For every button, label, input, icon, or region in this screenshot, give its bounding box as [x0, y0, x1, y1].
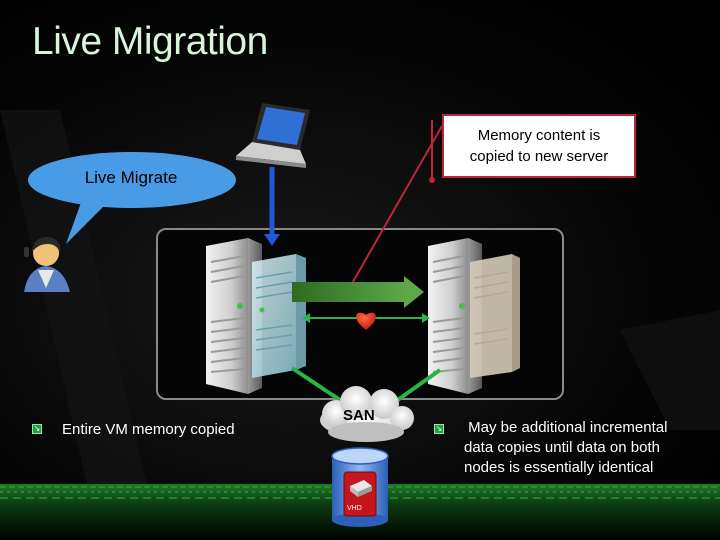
- bullet-line: May be additional incremental: [464, 419, 668, 436]
- callout-line: Memory content is: [477, 127, 601, 144]
- callout-memory-copy: Memory content is copied to new server: [442, 114, 636, 178]
- heart-icon: [356, 312, 376, 330]
- san-link-left: [290, 366, 342, 402]
- arrow-right-icon: [292, 276, 424, 308]
- callout-line: copied to new server: [469, 148, 609, 165]
- server-icon: [428, 238, 520, 394]
- bullet-arrow-icon: ↘: [32, 424, 42, 434]
- callout-pointer: [349, 125, 443, 288]
- speech-bubble-text: Live Migrate: [84, 168, 178, 187]
- bullet-line: data copies until data on both: [464, 439, 660, 456]
- user-avatar-icon: [24, 236, 70, 292]
- speech-bubble: [28, 152, 236, 244]
- bullet-line: nodes is essentially identical: [464, 459, 654, 476]
- vm-icon: [252, 254, 306, 378]
- san-link-right: [390, 368, 442, 406]
- bullet-arrow-icon: ↘: [434, 424, 444, 434]
- storage-cylinder-icon: [331, 447, 389, 527]
- bullet-text-right: May be additional incremental data copie…: [464, 418, 714, 478]
- laptop-icon: [236, 103, 310, 168]
- cloud-icon: [320, 386, 414, 442]
- bullet-text-left: Entire VM memory copied: [62, 421, 235, 438]
- page-title: Live Migration: [32, 20, 268, 63]
- san-label: SAN: [343, 407, 375, 424]
- vhd-label: VHD: [347, 505, 362, 512]
